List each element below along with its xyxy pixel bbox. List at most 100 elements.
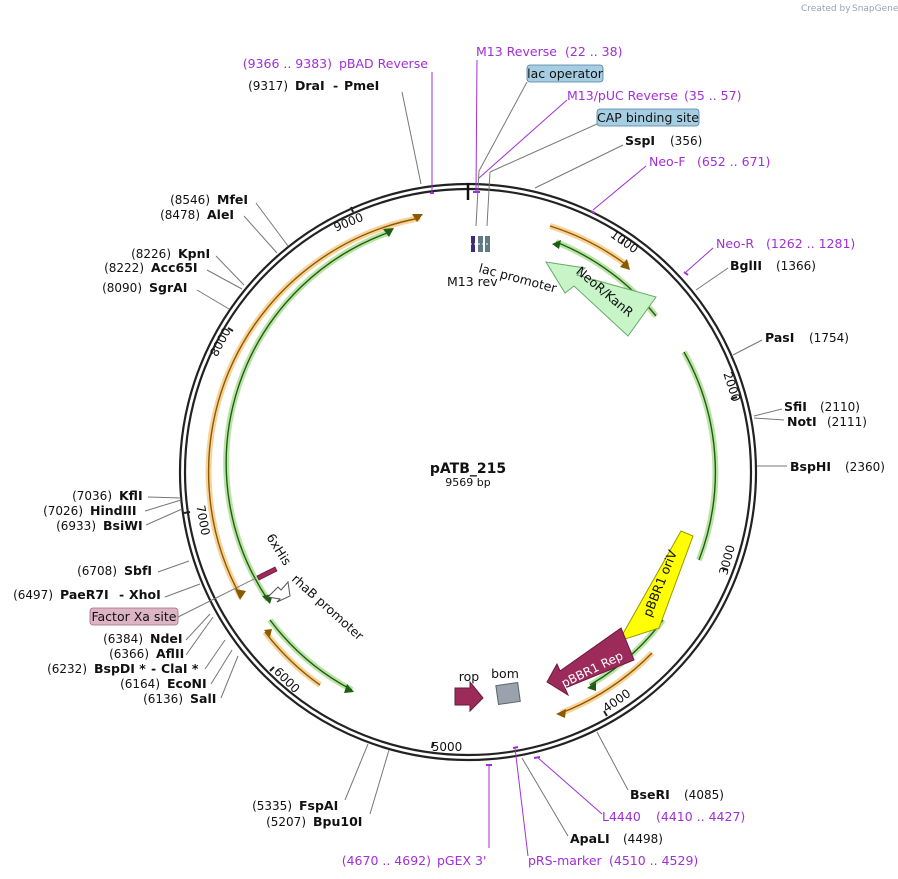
tick-mark-1000	[620, 238, 625, 245]
tick-mark-7000	[183, 511, 191, 514]
rhab-promoter-label: rhaB promoter	[289, 571, 367, 644]
enzyme-kfli-pos: (7036)	[72, 489, 112, 503]
orf-arc-bottom-left-inner	[269, 619, 353, 691]
lac-promoter-glyph	[470, 236, 492, 252]
leader-bglii	[695, 267, 729, 291]
orf-arc-top-right-outer	[549, 225, 629, 267]
enzyme-acc65i-name: Acc65I	[151, 260, 198, 275]
leader-aflii	[185, 616, 214, 656]
cap-binding-site-box	[596, 108, 700, 127]
leader-sspi	[534, 144, 624, 189]
leader-neor	[685, 247, 714, 273]
primer-neof-name: Neo-F	[649, 154, 686, 169]
primer-neor-range: (1262 .. 1281)	[766, 236, 855, 251]
enzyme-paer7i-pos: (6497)	[13, 588, 53, 602]
leader-sfii	[753, 408, 783, 417]
enzyme-bglii-name: BglII	[730, 258, 762, 273]
lac-operator-label: lac operator	[527, 66, 604, 81]
primer-m13puc-name: M13/pUC Reverse	[567, 88, 678, 103]
leader-drai	[401, 91, 422, 185]
tick-7000: 7000	[193, 504, 212, 537]
orf-arrowhead-7	[556, 709, 566, 718]
leader-cap-2	[486, 171, 491, 227]
bom-box	[495, 681, 521, 705]
pbbr1-oriv-box	[619, 530, 694, 641]
enzyme-drai-pos: (9317)	[248, 79, 288, 93]
leader-neof	[592, 165, 647, 211]
orf-arrowhead-3	[383, 228, 394, 237]
leader-mfei	[255, 202, 289, 247]
primer-prs-name: pRS-marker	[528, 853, 603, 868]
enzyme-alei-name: AleI	[207, 207, 234, 222]
credit-prefix: Created by	[801, 4, 851, 14]
enzyme-acc65i-pos: (8222)	[104, 261, 144, 275]
enzyme-bglii-pos: (1366)	[776, 259, 816, 273]
primer-m13rev-range: (22 .. 38)	[565, 44, 622, 59]
enzyme-sali-pos: (6136)	[143, 692, 183, 706]
primer-mark-neof	[590, 210, 596, 214]
enzyme-mfei-pos: (8546)	[170, 193, 210, 207]
enzyme-kpni-pos: (8226)	[131, 247, 171, 261]
cap-binding-site-label: CAP binding site	[597, 110, 699, 125]
credit-brand: SnapGene	[852, 4, 898, 14]
leader-alei	[243, 215, 278, 254]
leader-lines	[144, 59, 787, 857]
enzyme-pmei-name: PmeI	[344, 78, 379, 93]
primer-neof-range: (652 .. 671)	[697, 154, 770, 169]
enzyme-labels-right: SspI (356) BglII (1366) PasI (1754) SfiI…	[570, 133, 885, 846]
orf-arrowhead-2	[235, 589, 246, 600]
primer-mark-neor	[683, 271, 689, 276]
enzyme-kfli-name: KflI	[119, 488, 143, 503]
leader-hindiii	[144, 499, 182, 512]
leader-apali	[521, 757, 569, 837]
tick-mark-4000	[603, 710, 608, 717]
lac-operator-box	[526, 64, 604, 83]
leader-factorxa	[177, 577, 257, 618]
orf-arrowhead-6	[552, 240, 561, 249]
enzyme-bsiwi-name: BsiWI	[103, 518, 143, 533]
primer-l4440-name: L4440	[602, 809, 641, 824]
primer-m13rev-name: M13 Reverse	[476, 44, 557, 59]
his-tag-label: 6xHis	[263, 531, 294, 568]
snapgene-credit: Created by SnapGene	[801, 4, 898, 14]
primer-neor-name: Neo-R	[716, 236, 754, 251]
enzyme-bsiwi-pos: (6933)	[56, 519, 96, 533]
enzyme-sbfi-name: SbfI	[124, 563, 152, 578]
enzyme-kpni-name: KpnI	[178, 246, 210, 261]
leader-kpni	[215, 255, 245, 286]
leader-l4440	[536, 756, 603, 815]
primer-m13puc-range: (35 .. 57)	[684, 88, 741, 103]
enzyme-alei-pos: (8478)	[160, 208, 200, 222]
tick-mark-6000	[269, 666, 275, 672]
enzyme-sspi-name: SspI	[625, 133, 655, 148]
tick-mark-5000	[431, 741, 434, 749]
enzyme-fspai-pos: (5335)	[252, 799, 292, 813]
orf-arrowhead-10	[344, 684, 354, 693]
leader-bpu10i	[369, 749, 390, 815]
enzyme-aflii-pos: (6366)	[109, 647, 149, 661]
leader-bsiwi	[145, 508, 183, 526]
primer-prs-range: (4510 .. 4529)	[609, 853, 698, 868]
pbbr1-rep-arrow	[546, 627, 635, 697]
leader-m13puc	[478, 99, 568, 179]
lac-operator-marker	[478, 236, 483, 252]
primer-pgex-range: (4670 .. 4692)	[342, 853, 431, 868]
leader-lac-operator	[478, 81, 528, 172]
leader-acc65i	[206, 269, 243, 290]
enzyme-hindiii-pos: (7026)	[43, 504, 83, 518]
enzyme-sfii-name: SfiI	[784, 399, 807, 414]
tick-3000: 3000	[716, 543, 737, 576]
rhab-promoter-arrow	[266, 580, 291, 603]
enzyme-bseri-pos: (4085)	[684, 788, 724, 802]
primer-labels: (9366 .. 9383) pBAD Reverse M13 Reverse …	[243, 44, 856, 868]
tick-mark-2000	[730, 396, 738, 400]
enzyme-econi-name: EcoNI	[167, 676, 207, 691]
primer-mark-l4440	[533, 756, 541, 759]
leader-ndei	[185, 613, 211, 641]
enzyme-bspdi-name: BspDI *	[94, 661, 146, 676]
tick-5000: 5000	[432, 740, 463, 754]
primer-pbad-name: pBAD Reverse	[339, 56, 428, 71]
orf-arrowhead-9	[264, 629, 272, 637]
